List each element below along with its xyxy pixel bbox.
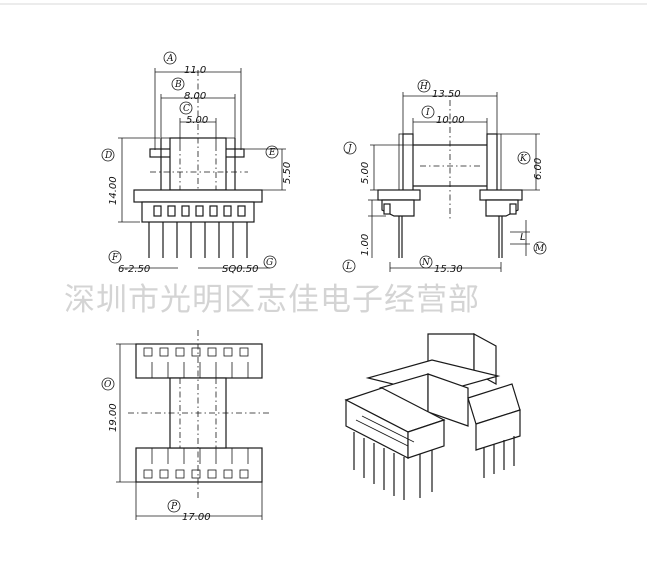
front-pins (148, 205, 248, 258)
dim-H: 13.50 (432, 89, 461, 100)
label-E: E (268, 148, 276, 158)
dim-N: 15.30 (434, 264, 463, 275)
label-D: D (104, 151, 112, 161)
dim-K: 6.00 (533, 158, 544, 180)
dim-P: 17.00 (182, 512, 211, 523)
dim-A: 11.0 (184, 65, 206, 76)
dim-D: 14.00 (108, 176, 119, 205)
label-N: N (421, 258, 431, 268)
isometric-pins (353, 415, 515, 500)
dim-C: 5.00 (186, 115, 208, 126)
side-view (368, 92, 540, 272)
label-P: P (170, 502, 178, 512)
dim-J: 5.00 (360, 162, 371, 184)
label-A: A (166, 54, 174, 64)
label-K: K (519, 154, 528, 164)
dim-E: 5.50 (282, 162, 293, 184)
watermark-text: 深圳市光明区志佳电子经营部 (64, 282, 480, 318)
isometric-view (344, 332, 521, 500)
dim-F: 6-2.50 (118, 264, 150, 275)
dim-M-letter: L (520, 232, 526, 243)
label-M: M (534, 244, 545, 254)
label-J: J (346, 144, 353, 154)
label-I: I (425, 108, 430, 118)
label-C: C (183, 104, 190, 114)
label-H: H (419, 82, 428, 92)
dim-G: SQ0.50 (222, 264, 258, 275)
circle-labels: A B C D E F G H I J K L M N O P (101, 51, 547, 513)
bottom-view (116, 330, 270, 520)
label-O: O (104, 380, 112, 390)
label-L: L (345, 262, 352, 272)
label-B: B (174, 80, 182, 90)
dim-I: 10.00 (436, 115, 465, 126)
dimension-texts: 11.0 8.00 5.00 14.00 5.50 6-2.50 SQ0.50 … (108, 65, 544, 523)
bottom-pin-pads (143, 347, 249, 479)
label-G: G (266, 258, 273, 268)
front-view (118, 68, 286, 269)
label-F: F (111, 253, 119, 263)
dim-L: 1.00 (360, 234, 371, 256)
dim-B: 8.00 (184, 91, 206, 102)
dim-O: 19.00 (108, 403, 119, 432)
